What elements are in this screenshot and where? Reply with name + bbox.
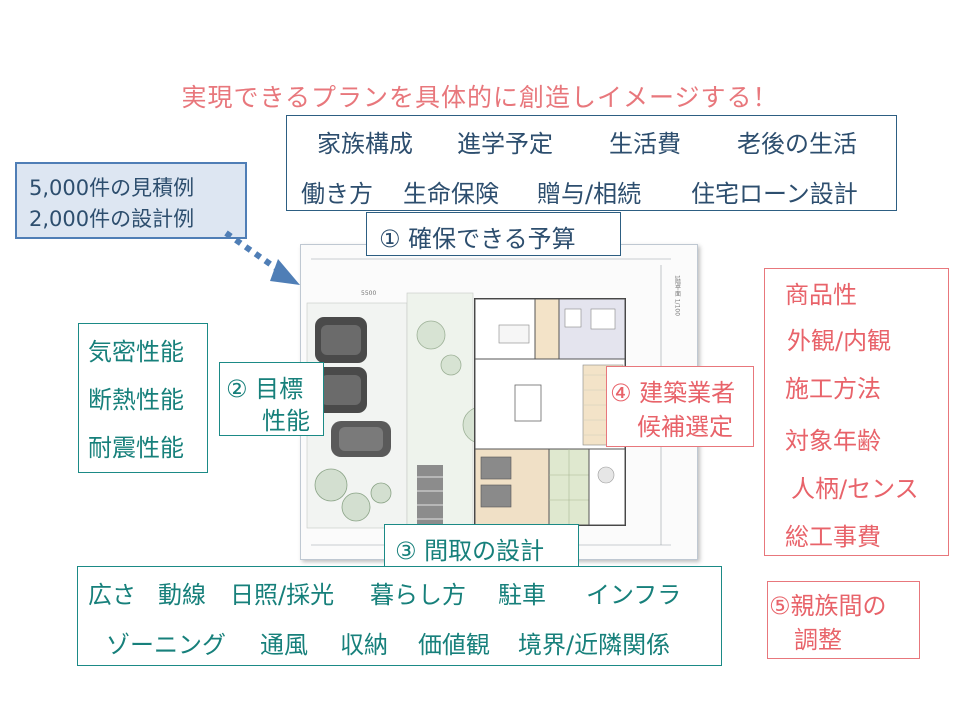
design-item: 価値観	[418, 631, 490, 659]
budget-text: ① 確保できる予算	[379, 225, 576, 253]
design-box: 広さ 動線 日照/採光 暮らし方 駐車 インフラ ゾーニング 通風 収納 価値観…	[77, 566, 722, 666]
performance-item: 気密性能	[88, 338, 184, 366]
dotted-arrow	[224, 230, 300, 285]
product-item: 商品性	[785, 281, 857, 309]
estimate-callout: 5,000件の見積例 2,000件の設計例	[15, 162, 247, 239]
family-item: 生活費	[609, 130, 681, 158]
tree-icon	[314, 468, 348, 502]
product-item: 施工方法	[785, 375, 881, 403]
builder-label: ④ 建築業者 候補選定	[606, 366, 754, 447]
family-item: 住宅ローン設計	[691, 180, 858, 208]
family-item: 贈与/相続	[537, 180, 642, 208]
layout-text: ③ 間取の設計	[395, 537, 545, 565]
target-label: ② 目標 性能	[219, 362, 324, 436]
family-finance-box: 家族構成 進学予定 生活費 老後の生活 働き方 生命保険 贈与/相続 住宅ローン…	[286, 115, 897, 211]
tree-icon	[341, 492, 371, 522]
design-item: 駐車	[498, 581, 546, 609]
target-text: 性能	[262, 407, 310, 435]
builder-text: 候補選定	[637, 413, 733, 441]
plan-dim-label: 5500	[361, 290, 376, 297]
design-item: ゾーニング	[106, 631, 226, 659]
family-adjust-text: 調整	[794, 626, 842, 654]
product-box: 商品性 外観/内観 施工方法 対象年齢 人柄/センス 総工事費	[764, 268, 949, 556]
design-item: 収納	[340, 631, 388, 659]
family-adjust-label: ⑤親族間の 調整	[767, 581, 920, 659]
family-item: 家族構成	[317, 130, 413, 158]
product-item: 人柄/センス	[791, 475, 919, 503]
estimate-line: 2,000件の設計例	[29, 207, 195, 231]
design-item: インフラ	[586, 581, 682, 609]
design-item: 境界/近隣関係	[518, 631, 671, 659]
builder-text: ④ 建築業者	[610, 379, 736, 407]
family-item: 進学予定	[457, 130, 553, 158]
performance-item: 断熱性能	[88, 386, 184, 414]
budget-label: ① 確保できる予算	[366, 212, 621, 256]
design-item: 日照/採光	[230, 581, 335, 609]
design-item: 暮らし方	[370, 581, 466, 609]
target-text: ② 目標	[226, 375, 304, 403]
tree-icon	[370, 482, 392, 504]
product-item: 対象年齢	[785, 427, 881, 455]
family-adjust-text: ⑤親族間の	[769, 592, 887, 620]
layout-label: ③ 間取の設計	[384, 524, 579, 568]
design-item: 動線	[158, 581, 206, 609]
product-item: 総工事費	[785, 523, 881, 551]
family-item: 生命保険	[403, 180, 499, 208]
plan-scale-label: 1階平面 1/100	[674, 275, 681, 316]
table-icon	[514, 384, 542, 422]
performance-box: 気密性能 断熱性能 耐震性能	[78, 323, 208, 473]
tree-icon	[440, 354, 462, 376]
design-item: 広さ	[88, 581, 136, 609]
family-item: 働き方	[301, 180, 373, 208]
design-item: 通風	[260, 631, 308, 659]
performance-item: 耐震性能	[88, 434, 184, 462]
family-item: 老後の生活	[737, 130, 857, 158]
floor-plan-drawing: 5500 1階平面 1/100	[301, 245, 697, 559]
product-item: 外観/内観	[787, 327, 892, 355]
headline: 実現できるプランを具体的に創造しイメージする！	[181, 83, 779, 112]
floor-plan: 5500 1階平面 1/100	[300, 244, 698, 560]
tree-icon	[416, 320, 446, 350]
estimate-line: 5,000件の見積例	[29, 176, 195, 200]
